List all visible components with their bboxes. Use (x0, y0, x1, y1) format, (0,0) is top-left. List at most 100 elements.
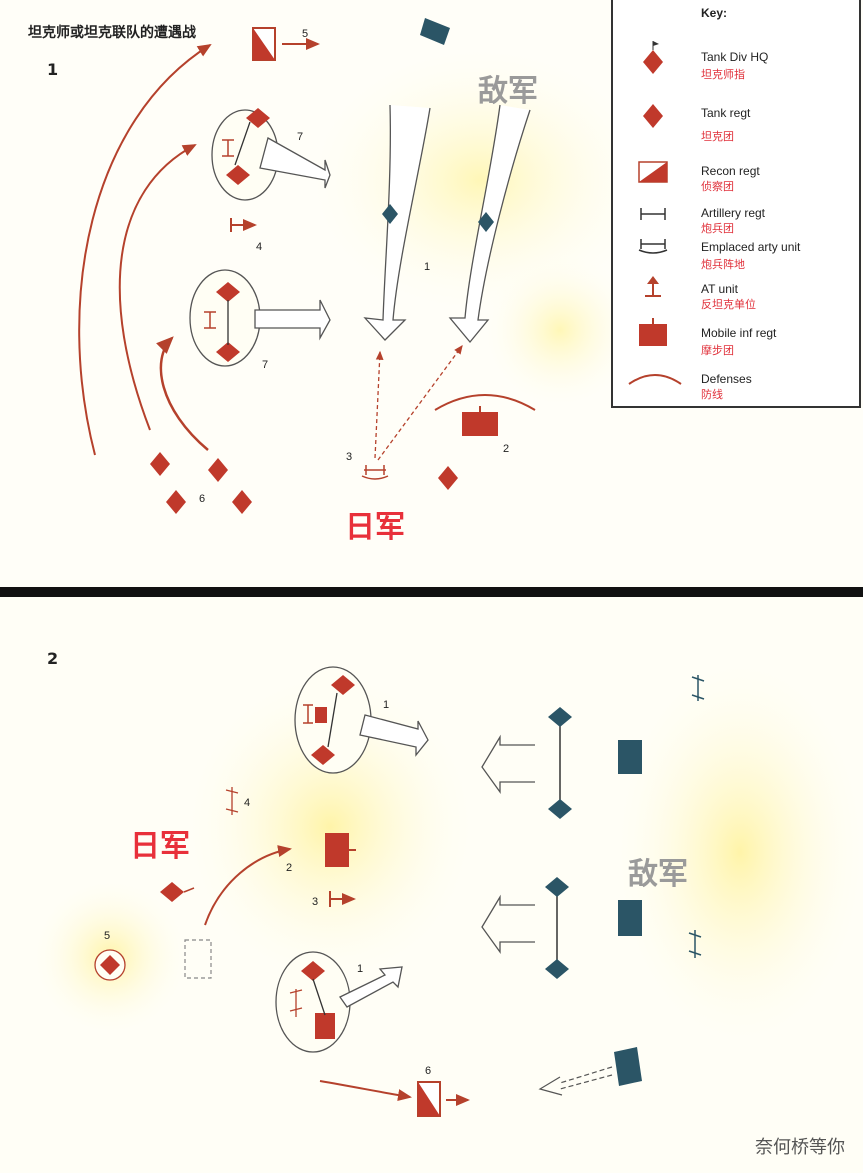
japan-label: 日军 (345, 510, 405, 545)
tank-regt-symbol (216, 282, 240, 302)
enemy-tank-symbol (478, 212, 494, 232)
emplaced-arty-icon (638, 239, 668, 254)
advance-arrow (118, 144, 197, 431)
hollow-attack-arrow (254, 299, 331, 341)
legend-heading: Key: (701, 6, 728, 20)
hollow-attack-arrow (339, 966, 403, 1008)
diagram-panel-1: 坦克师或坦克联队的遭遇战 1 敌军 日军 5 7 4 7 1 3 2 6 Key… (28, 0, 861, 545)
legend-label-en: AT unit (701, 282, 738, 296)
legend-label-en: Emplaced arty unit (701, 240, 801, 254)
legend-label-en: Defenses (701, 372, 752, 386)
enemy-advance-arrow (481, 894, 535, 955)
tank-regt-symbol (216, 342, 240, 362)
tank-regt-icon (643, 104, 663, 128)
vacated-position (184, 939, 212, 979)
legend-label-cn: 防线 (701, 388, 723, 401)
unit-link (234, 121, 251, 166)
legend-label-cn: 摩步团 (701, 344, 734, 357)
enemy-dashed-arrow (559, 1066, 613, 1090)
mobile-inf-symbol (315, 1013, 335, 1039)
defenses-icon (628, 374, 682, 385)
enemy-tank-symbol (548, 707, 572, 727)
diagram-title: 坦克师或坦克联队的遭遇战 (28, 25, 196, 41)
tank-column (150, 452, 252, 514)
glow (480, 250, 640, 410)
mobile-inf-symbol (325, 833, 356, 867)
artillery-regt-symbol (204, 311, 216, 329)
advance-arrow (204, 845, 292, 926)
watermark: 奈何桥等你 (755, 1137, 845, 1158)
recon-regt-symbol (417, 1081, 441, 1117)
legend-label-cn: 坦克师指 (701, 68, 745, 81)
mobile-inf-symbol (462, 406, 498, 436)
enemy-dashed-arrowhead (538, 1076, 563, 1096)
hollow-attack-arrow (359, 714, 429, 757)
defenses-line (434, 394, 536, 411)
enemy-tank-symbol (548, 799, 572, 819)
legend-label-cn: 侦察团 (701, 180, 734, 193)
tank-regt-symbol (301, 961, 325, 981)
japan-label: 日军 (130, 829, 190, 864)
panel-2-drawing (30, 652, 863, 1117)
emplaced-arty-symbol (361, 465, 389, 480)
tank-regt-symbol (331, 675, 355, 695)
enemy-inf-symbol (618, 740, 642, 774)
recon-regt-icon (638, 161, 668, 183)
artillery-regt-symbol (225, 787, 239, 815)
legend-label-en: Tank Div HQ (701, 50, 769, 64)
artillery-regt-symbol (289, 989, 303, 1017)
glow (610, 652, 863, 1052)
at-unit-icon (645, 276, 661, 297)
enemy-unit-symbol (614, 1047, 642, 1086)
tank-direction (183, 887, 195, 893)
enemy-label: 敌军 (478, 74, 538, 109)
enemy-tank-symbol (545, 877, 569, 897)
unit-link (327, 692, 338, 748)
tank-div-hq-symbol (100, 955, 120, 975)
legend-label-cn: 反坦克单位 (701, 298, 756, 311)
tank-regt-symbol (246, 108, 270, 128)
unit-link (312, 978, 326, 1016)
legend-label-cn: 坦克团 (701, 130, 734, 143)
panel-number: 1 (47, 60, 59, 79)
legend-label-en: Tank regt (701, 106, 751, 120)
legend-label-en: Recon regt (701, 164, 760, 178)
panel-divider (0, 587, 863, 597)
panel-number: 2 (47, 649, 59, 668)
enemy-tank-symbol (382, 204, 398, 224)
artillery-regt-icon (640, 208, 666, 220)
legend-label-en: Artillery regt (701, 206, 766, 220)
enemy-artillery-symbol (691, 675, 705, 701)
legend-label-en: Mobile inf regt (701, 326, 777, 340)
enemy-unit-symbol (420, 18, 450, 45)
enemy-advance-arrow (481, 734, 535, 795)
tank-div-hq-icon (643, 41, 663, 74)
advance-arrow (156, 336, 209, 451)
tank-regt-symbol (438, 466, 458, 490)
legend-label-cn: 炮兵团 (701, 222, 734, 235)
legend-label-cn: 炮兵阵地 (701, 258, 745, 271)
panel-1-drawing (78, 18, 660, 514)
tank-regt-symbol (160, 882, 184, 902)
advance-arrow (78, 43, 212, 456)
enemy-label: 敌军 (628, 857, 688, 892)
enemy-advance-arrow (363, 104, 431, 341)
enemy-tank-symbol (545, 959, 569, 979)
hollow-attack-arrow (259, 137, 331, 189)
at-unit-symbol (329, 891, 356, 907)
legend-key: Key: Tank Div HQ 坦克师指 Tank regt 坦克团 Reco… (611, 0, 861, 408)
fire-line (374, 350, 384, 459)
mobile-inf-symbol (315, 707, 327, 723)
fire-line (377, 344, 463, 461)
advance-arrow (319, 1080, 412, 1102)
at-unit-symbol (230, 218, 257, 232)
recon-regt-symbol (252, 27, 276, 61)
enemy-inf-symbol (618, 900, 642, 936)
mobile-inf-icon (639, 318, 667, 346)
diagram-panel-2: 2 敌军 日军 1 4 2 3 5 1 6 奈何桥等你 (0, 597, 863, 1173)
enemy-artillery-symbol (688, 930, 702, 958)
tank-regt-symbol (226, 165, 250, 185)
glow (180, 667, 480, 987)
artillery-regt-symbol (303, 704, 313, 724)
artillery-regt-symbol (222, 139, 234, 157)
